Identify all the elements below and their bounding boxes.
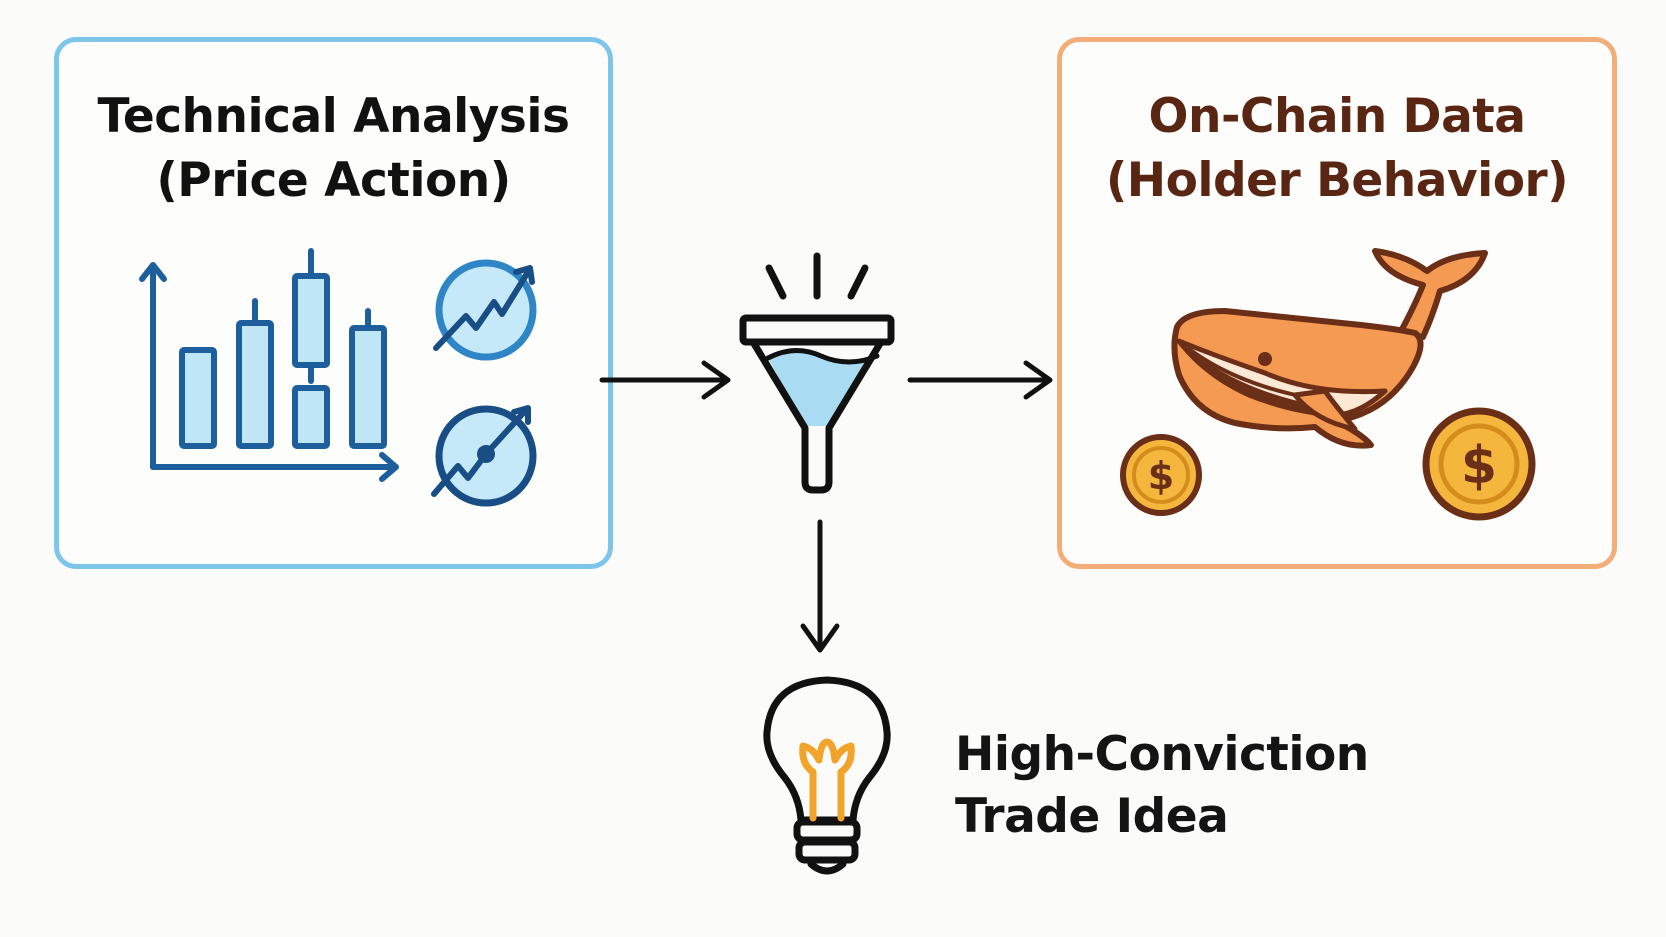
candle-5 xyxy=(349,325,387,449)
candle-4 xyxy=(292,385,330,449)
onchain-data-title-line1: On-Chain Data xyxy=(1148,89,1526,144)
candlestick-chart-icon xyxy=(139,248,399,482)
candle-1 xyxy=(179,347,217,449)
arrow-to-filter xyxy=(599,360,731,400)
dollar-coin-icon: $ xyxy=(1422,407,1536,521)
trend-up-circle-icon xyxy=(433,259,537,361)
onchain-data-title: On-Chain Data (Holder Behavior) xyxy=(1062,85,1612,213)
technical-analysis-title: Technical Analysis (Price Action) xyxy=(59,85,608,213)
funnel-icon xyxy=(739,252,895,494)
svg-text:$: $ xyxy=(1461,436,1497,496)
result-label-line1: High-Conviction xyxy=(955,727,1369,782)
whale-icon xyxy=(1171,248,1488,449)
technical-analysis-title-line1: Technical Analysis xyxy=(97,89,571,144)
trend-target-circle-icon xyxy=(431,405,537,507)
technical-analysis-title-line2: (Price Action) xyxy=(156,153,511,208)
arrow-to-result xyxy=(800,519,840,653)
onchain-data-title-line2: (Holder Behavior) xyxy=(1105,153,1569,208)
dollar-coin-icon: $ xyxy=(1120,434,1202,516)
result-label-line2: Trade Idea xyxy=(955,789,1229,844)
result-label: High-Conviction Trade Idea xyxy=(955,724,1369,848)
svg-text:$: $ xyxy=(1148,454,1174,498)
arrow-to-onchain xyxy=(907,360,1053,400)
candle-3 xyxy=(292,273,330,368)
lightbulb-icon xyxy=(763,676,891,875)
candle-2 xyxy=(236,320,274,449)
